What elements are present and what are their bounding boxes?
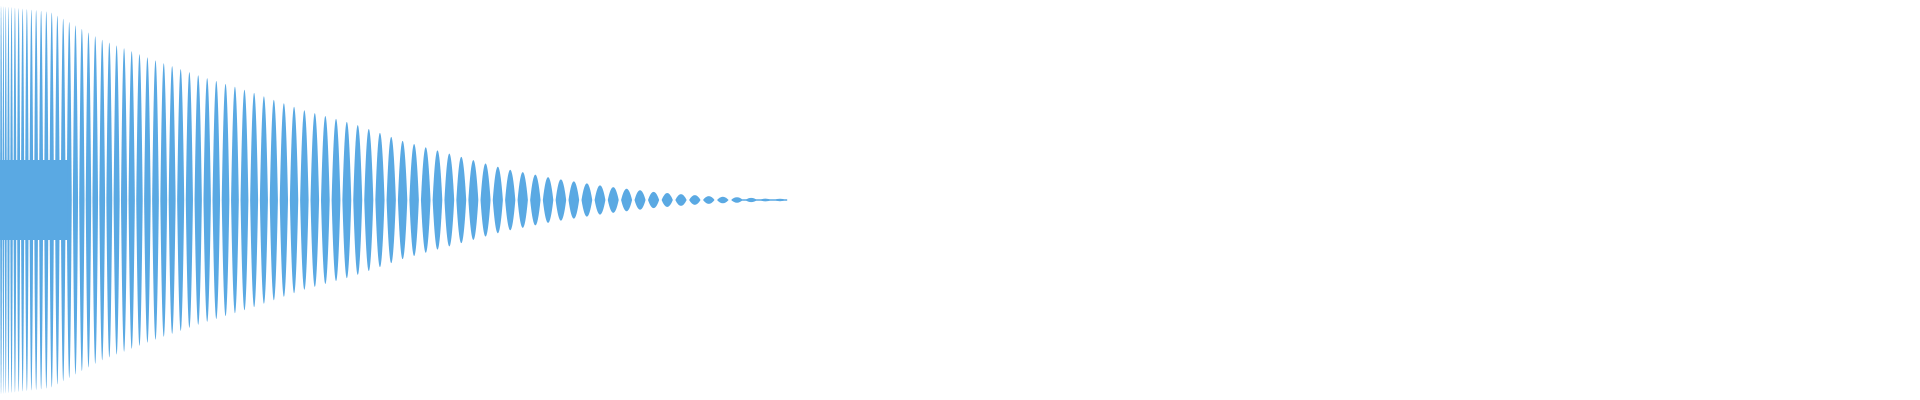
waveform-lobe (331, 118, 341, 282)
waveform-lobe (120, 48, 128, 352)
waveform-lobe (456, 156, 467, 244)
waveform-lobe (72, 25, 79, 375)
waveform-lobe (717, 196, 729, 204)
waveform-lobe (386, 136, 396, 264)
waveform-lobe (432, 150, 443, 250)
waveform-lobe (106, 42, 113, 358)
waveform-lobe (136, 54, 143, 346)
waveform-lobe (607, 187, 619, 213)
waveform-lobe (160, 63, 168, 337)
waveform-lobe (212, 81, 221, 319)
waveform-lobe (144, 57, 151, 343)
waveform-lobe (85, 32, 92, 368)
waveform-lobe (320, 115, 330, 285)
waveform-lobe (492, 166, 503, 234)
waveform-lobe (240, 89, 249, 311)
waveform-lobe (568, 181, 580, 219)
waveform-lobe (99, 39, 106, 361)
waveform-lobe (621, 188, 633, 212)
waveform-lobe (300, 110, 309, 290)
waveform-lobe (250, 92, 259, 308)
waveform-lobe (92, 36, 99, 364)
waveform-lobe (703, 196, 715, 204)
waveform-lobe (221, 83, 230, 317)
waveform-lobe (397, 140, 408, 260)
waveform-lobe (581, 183, 593, 217)
waveform-lobe (231, 86, 239, 314)
waveform-lobe (194, 75, 202, 325)
waveform-lobe (364, 128, 374, 272)
waveform-lobe (79, 28, 85, 372)
waveform-lobe (555, 179, 567, 221)
waveform-lobe (594, 185, 606, 215)
waveform-lobe (269, 99, 278, 301)
waveform-lobe (152, 60, 159, 340)
waveform-lobe (375, 132, 385, 268)
waveform-lobe (177, 69, 185, 331)
waveform-lobe (353, 125, 363, 275)
waveform-lobe (530, 174, 541, 226)
waveform-lobe (468, 160, 479, 240)
waveform-lobe (675, 194, 687, 206)
waveform-lobe (505, 169, 516, 231)
waveform-lobe (279, 103, 289, 297)
waveform-lobe (542, 177, 554, 223)
waveform-lobe (409, 144, 419, 256)
waveform-lobe (420, 147, 431, 253)
waveform-lobe (66, 22, 72, 378)
waveform-lobe (203, 78, 211, 322)
waveform-lobe (634, 190, 646, 210)
waveform-lobe (185, 72, 193, 328)
waveform-lobe (648, 191, 660, 209)
waveform-lobe (259, 96, 268, 304)
waveform-lobe (113, 45, 120, 355)
waveform-lobe (128, 51, 135, 349)
waveform-lobe (444, 153, 455, 247)
waveform-series (0, 6, 788, 394)
waveform-lobe (310, 113, 320, 287)
waveform-lobe (517, 172, 528, 228)
waveform-onset-band (0, 160, 68, 240)
waveform-lobe (342, 121, 352, 279)
waveform-lobe (168, 66, 176, 334)
waveform-lobe (661, 193, 673, 207)
waveform-lobe (289, 106, 299, 294)
waveform-lobe (689, 195, 701, 205)
waveform-lobe (480, 163, 491, 237)
